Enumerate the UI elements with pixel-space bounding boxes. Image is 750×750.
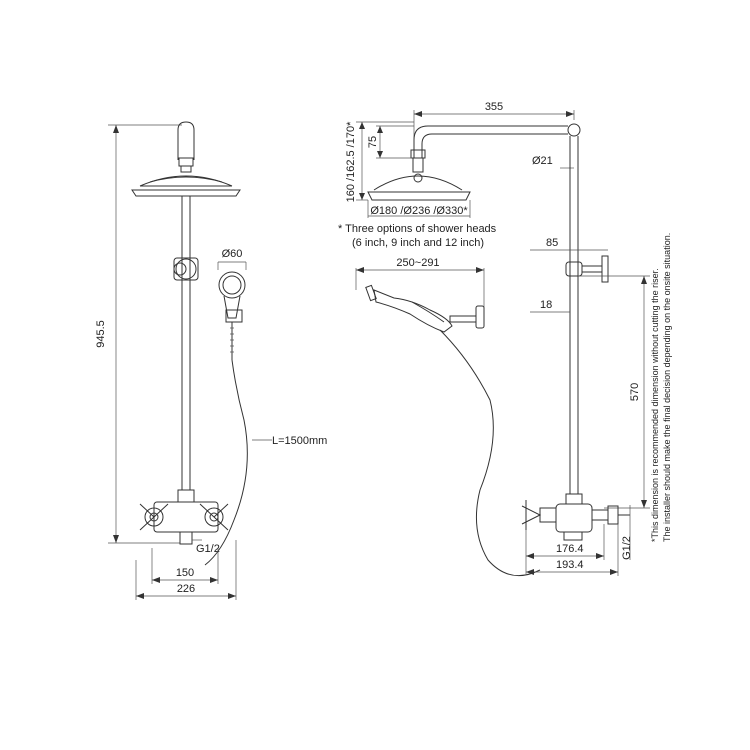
shower-arm-front bbox=[177, 121, 195, 173]
hook-dimension: 18 bbox=[530, 299, 570, 313]
inlet-label-front: G1/2 bbox=[196, 543, 220, 555]
inlet-label-side: G1/2 bbox=[621, 536, 633, 560]
inlet-side: G1/2 bbox=[621, 505, 633, 560]
mixer-side bbox=[521, 493, 630, 541]
depth-dimensions: 176.4 193.4 bbox=[525, 524, 619, 576]
overall-width-label: 226 bbox=[177, 583, 195, 595]
inlet-front: G1/2 bbox=[192, 539, 220, 555]
hand-reach-dimension: 250~291 bbox=[355, 257, 485, 316]
shower-arm-side bbox=[410, 123, 581, 173]
riser-diameter: Ø21 bbox=[532, 155, 574, 169]
front-view: 945.5 Ø60 bbox=[95, 121, 327, 600]
shower-head-note-2: (6 inch, 9 inch and 12 inch) bbox=[352, 237, 484, 249]
bracket-dimension: 85 bbox=[530, 237, 609, 283]
depth-2-label: 193.4 bbox=[556, 559, 584, 571]
height-label: 945.5 bbox=[95, 320, 107, 348]
hose-length-label: L=1500mm bbox=[272, 435, 327, 447]
width-dimensions: 150 226 bbox=[135, 540, 237, 600]
bracket-offset-label: 85 bbox=[546, 237, 558, 249]
hand-shower-side bbox=[365, 284, 485, 333]
head-diameter-dimension: Ø180 /Ø236 /Ø330* bbox=[367, 200, 471, 218]
riser-cut-dimension: 570 bbox=[578, 275, 650, 509]
hook-offset-label: 18 bbox=[540, 299, 552, 311]
mixer-front bbox=[139, 489, 229, 545]
head-height-dimension: 160 /162.5 /170* bbox=[345, 121, 414, 202]
head-height-label: 160 /162.5 /170* bbox=[345, 121, 357, 202]
shower-head-side bbox=[367, 173, 471, 201]
height-dimension: 945.5 bbox=[95, 124, 182, 544]
recommend-note-1: *This dimension is recommended dimension… bbox=[650, 268, 660, 542]
depth-1-label: 176.4 bbox=[556, 543, 584, 555]
arm-length-label: 355 bbox=[485, 101, 503, 113]
inlet-spacing-label: 150 bbox=[176, 567, 194, 579]
hand-reach-label: 250~291 bbox=[396, 257, 439, 269]
hand-head-diameter: Ø60 bbox=[222, 248, 243, 260]
arm-length-dimension: 355 bbox=[413, 101, 575, 146]
shower-head-front bbox=[131, 175, 241, 197]
side-view: 355 75 160 /162.5 /170* bbox=[338, 101, 672, 577]
riser-front bbox=[173, 196, 199, 490]
recommend-note-2: The installer should make the final deci… bbox=[662, 233, 672, 542]
arm-drop-label: 75 bbox=[367, 136, 379, 148]
arm-drop-dimension: 75 bbox=[367, 125, 414, 159]
hand-shower-front: Ø60 bbox=[217, 248, 247, 360]
riser-diameter-label: Ø21 bbox=[532, 155, 553, 167]
shower-head-note-1: * Three options of shower heads bbox=[338, 223, 497, 235]
hose-front: L=1500mm bbox=[204, 359, 327, 566]
riser-side bbox=[569, 136, 579, 494]
hose-side bbox=[439, 329, 541, 577]
riser-cut-label: 570 bbox=[629, 383, 641, 401]
head-diameter-label: Ø180 /Ø236 /Ø330* bbox=[370, 205, 468, 217]
